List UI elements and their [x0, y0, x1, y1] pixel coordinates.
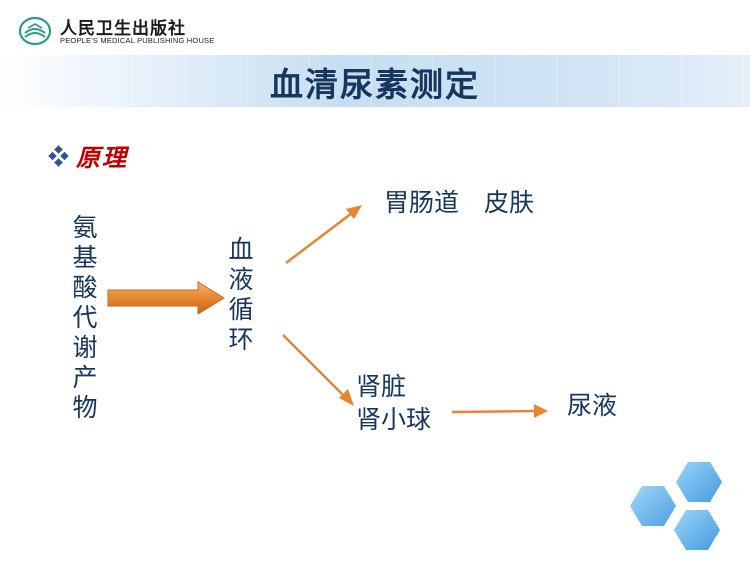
book-icon: [18, 16, 52, 46]
blood-circulation-label: 血液循环: [228, 235, 254, 354]
urine-label: 尿液: [567, 391, 618, 420]
hexagon-decoration: [630, 462, 722, 550]
principle-label: 原理: [76, 143, 128, 172]
kidney-label: 肾脏: [356, 372, 407, 401]
gi-skin-label: 胃肠道 皮肤: [384, 188, 535, 217]
arrow-to-urine: [451, 404, 548, 418]
thick-arrow-to-circulation: [107, 281, 225, 315]
publisher-name-cn: 人民卫生出版社: [60, 19, 186, 39]
arrow-to-kidney: [282, 334, 354, 406]
publisher-name-en: PEOPLE'S MEDICAL PUBLISHING HOUSE: [60, 36, 215, 45]
title-band: [0, 55, 750, 107]
arrow-to-gi-skin: [285, 205, 362, 264]
slide-title: 血清尿素测定: [270, 65, 480, 104]
amino-acid-metabolite-label: 氨基酸代谢产物: [72, 213, 98, 422]
diamond-bullet-icon: [48, 144, 69, 167]
principle-bullet: 原理: [48, 138, 128, 173]
glomerulus-label: 肾小球: [356, 405, 432, 434]
publisher-logo: 人民卫生出版社 PEOPLE'S MEDICAL PUBLISHING HOUS…: [18, 14, 238, 50]
